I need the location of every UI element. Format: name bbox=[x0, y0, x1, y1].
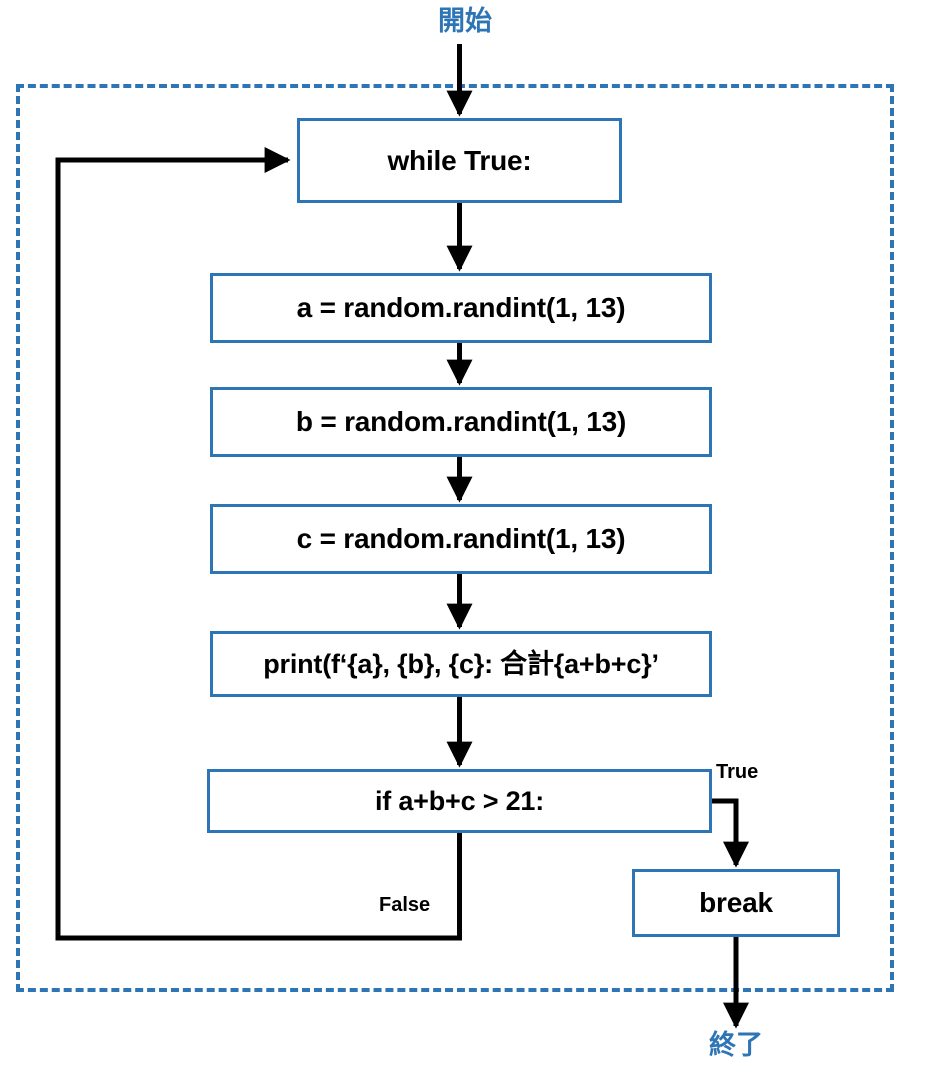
connector-if-true-to-break bbox=[712, 798, 749, 868]
node-assign-c-label: c = random.randint(1, 13) bbox=[296, 523, 626, 554]
node-while-true[interactable]: while True: bbox=[297, 118, 622, 203]
node-if-condition[interactable]: if a+b+c > 21: bbox=[207, 769, 712, 833]
node-print-statement-label: print(f‘{a}, {b}, {c}: 合計{a+b+c}’ bbox=[263, 648, 659, 679]
node-assign-a-label: a = random.randint(1, 13) bbox=[296, 292, 626, 323]
node-assign-b-label: b = random.randint(1, 13) bbox=[295, 406, 627, 437]
edge-label-true: True bbox=[716, 761, 759, 783]
connector-if-false-loopback bbox=[55, 147, 462, 941]
node-print-statement[interactable]: print(f‘{a}, {b}, {c}: 合計{a+b+c}’ bbox=[210, 631, 712, 697]
node-assign-b[interactable]: b = random.randint(1, 13) bbox=[210, 387, 712, 457]
node-assign-a[interactable]: a = random.randint(1, 13) bbox=[210, 273, 712, 343]
node-while-true-label: while True: bbox=[387, 144, 532, 176]
node-assign-c[interactable]: c = random.randint(1, 13) bbox=[210, 504, 712, 574]
node-break-label: break bbox=[699, 887, 773, 918]
node-if-condition-label: if a+b+c > 21: bbox=[374, 785, 545, 816]
terminal-label-start: 開始 bbox=[438, 6, 492, 36]
terminal-label-end: 終了 bbox=[709, 1030, 763, 1060]
node-break[interactable]: break bbox=[632, 869, 840, 937]
edge-label-false: False bbox=[379, 894, 431, 916]
